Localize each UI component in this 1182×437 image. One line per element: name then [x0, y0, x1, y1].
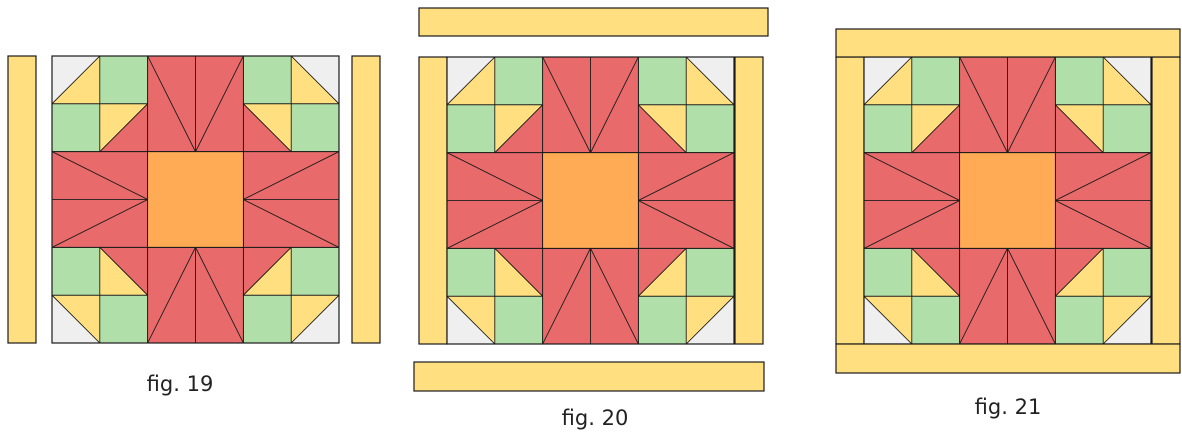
green-square	[1054, 295, 1104, 345]
bottom-border-strip	[413, 361, 765, 392]
right-border-strip	[351, 55, 381, 344]
block-outline	[51, 55, 340, 344]
block-outline	[446, 56, 735, 345]
top-border-strip	[835, 28, 1181, 58]
figure-caption: fig. 20	[561, 406, 629, 430]
top-border-strip	[418, 7, 769, 37]
green-square	[1102, 247, 1152, 297]
green-square	[1102, 104, 1152, 154]
orange-center-square	[147, 151, 244, 248]
figure-20-drawing	[413, 7, 769, 392]
quilt-block	[863, 56, 1152, 345]
orange-center-square	[542, 152, 639, 249]
right-border-strip	[1151, 56, 1181, 345]
quilt-block	[446, 56, 735, 345]
figure-caption: fig. 21	[974, 395, 1042, 419]
quilt-quadrant	[51, 199, 196, 344]
left-border-strip	[418, 56, 448, 345]
green-square	[863, 104, 913, 154]
figure-19: fig. 19	[0, 0, 400, 437]
green-square	[911, 56, 961, 106]
figure-20: fig. 20	[413, 7, 769, 430]
bottom-border-strip	[835, 343, 1181, 374]
green-square	[863, 247, 913, 297]
right-border-strip	[734, 56, 764, 345]
left-border-strip	[835, 56, 865, 345]
green-square	[1054, 56, 1104, 106]
orange-center-square	[959, 152, 1056, 249]
figure-19-drawing	[7, 55, 381, 344]
green-square	[911, 295, 961, 345]
figure-caption: fig. 19	[146, 372, 214, 396]
left-border-strip	[7, 55, 37, 344]
quilt-block	[51, 55, 340, 344]
